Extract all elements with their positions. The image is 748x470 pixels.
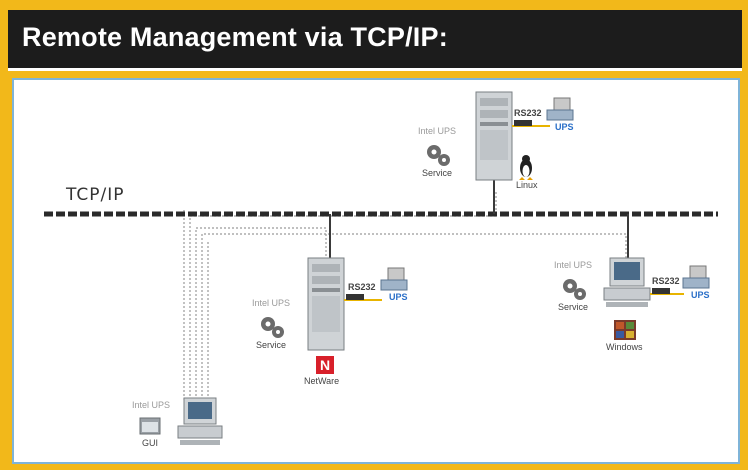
windows-ups-icon [682, 265, 710, 289]
netware-ups-label: UPS [389, 292, 408, 302]
windows-workstation [603, 257, 651, 307]
client-gui-label: GUI [142, 438, 159, 448]
client-link-linux [189, 190, 497, 400]
netware-ups-icon [380, 267, 408, 291]
linux-software-label: Intel UPS [418, 126, 457, 136]
network-diagram: N [44, 91, 718, 445]
windows-port-icon [652, 288, 670, 294]
bus-drops [329, 180, 629, 258]
linux-server-tower [475, 91, 513, 181]
netware-service-label: Service [256, 340, 287, 350]
network-label: TCP/IP [66, 185, 125, 205]
linux-ups-icon [546, 97, 574, 121]
client-link-netware [195, 227, 327, 400]
windows-logo-icon [614, 320, 636, 340]
netware-service-gears-icon [261, 317, 284, 338]
linux-tux-icon [519, 155, 533, 180]
connection-lines [183, 190, 627, 400]
netware-software-label: Intel UPS [252, 298, 291, 308]
windows-service-label: Service [558, 302, 589, 312]
netware-server-tower [307, 257, 345, 351]
netware-os-label: NetWare [304, 376, 340, 386]
client-link-windows [201, 233, 627, 400]
diagram-panel: N [12, 78, 740, 464]
linux-service-label: Service [422, 168, 453, 178]
gui-window-icon [139, 417, 161, 435]
linux-os-label: Linux [516, 180, 538, 190]
windows-os-label: Windows [606, 342, 643, 352]
diagram-title: Remote Management via TCP/IP: [22, 22, 448, 52]
windows-software-label: Intel UPS [554, 260, 593, 270]
windows-port-label: RS232 [652, 276, 680, 286]
linux-ups-label: UPS [555, 122, 574, 132]
title-bar: Remote Management via TCP/IP: [8, 10, 742, 71]
windows-ups-label: UPS [691, 290, 710, 300]
netware-port-label: RS232 [348, 282, 376, 292]
linux-port-icon [514, 120, 532, 126]
linux-service-gears-icon [427, 145, 450, 166]
gui-client-workstation [177, 397, 223, 445]
linux-port-label: RS232 [514, 108, 542, 118]
client-software-label: Intel UPS [132, 400, 171, 410]
netware-logo-icon: N [316, 356, 334, 374]
svg-text:N: N [320, 357, 330, 373]
windows-service-gears-icon [563, 279, 586, 300]
netware-port-icon [346, 294, 364, 300]
